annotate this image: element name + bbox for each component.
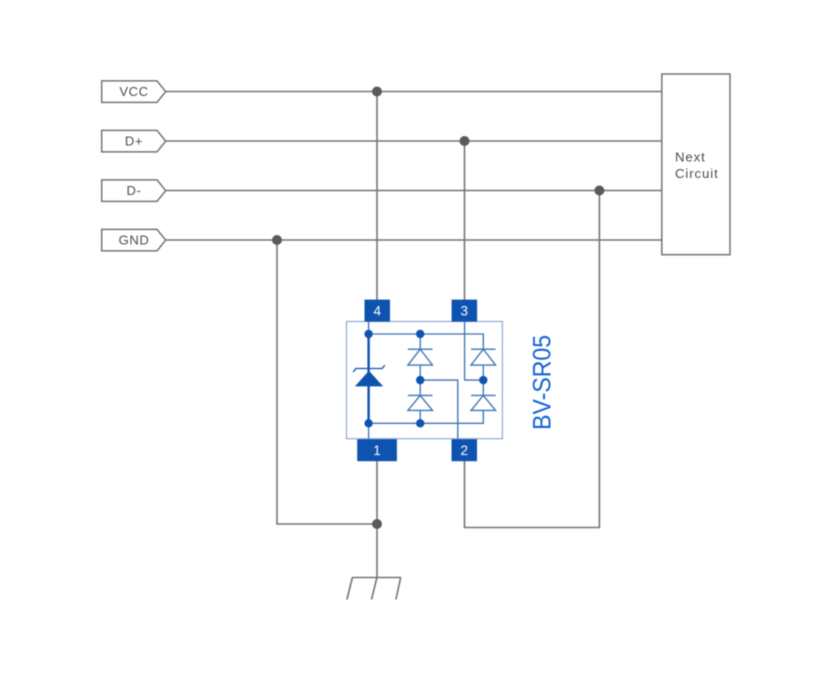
svg-text:3: 3	[461, 303, 469, 318]
svg-text:D+: D+	[125, 134, 143, 149]
svg-text:VCC: VCC	[119, 84, 148, 99]
svg-text:1: 1	[373, 443, 381, 458]
svg-text:GND: GND	[119, 233, 150, 248]
svg-text:BV-SR05: BV-SR05	[528, 335, 556, 430]
svg-text:2: 2	[460, 443, 468, 458]
svg-text:Circuit: Circuit	[675, 166, 719, 181]
svg-text:4: 4	[373, 303, 381, 318]
svg-text:D-: D-	[127, 183, 142, 198]
svg-text:Next: Next	[675, 150, 706, 165]
